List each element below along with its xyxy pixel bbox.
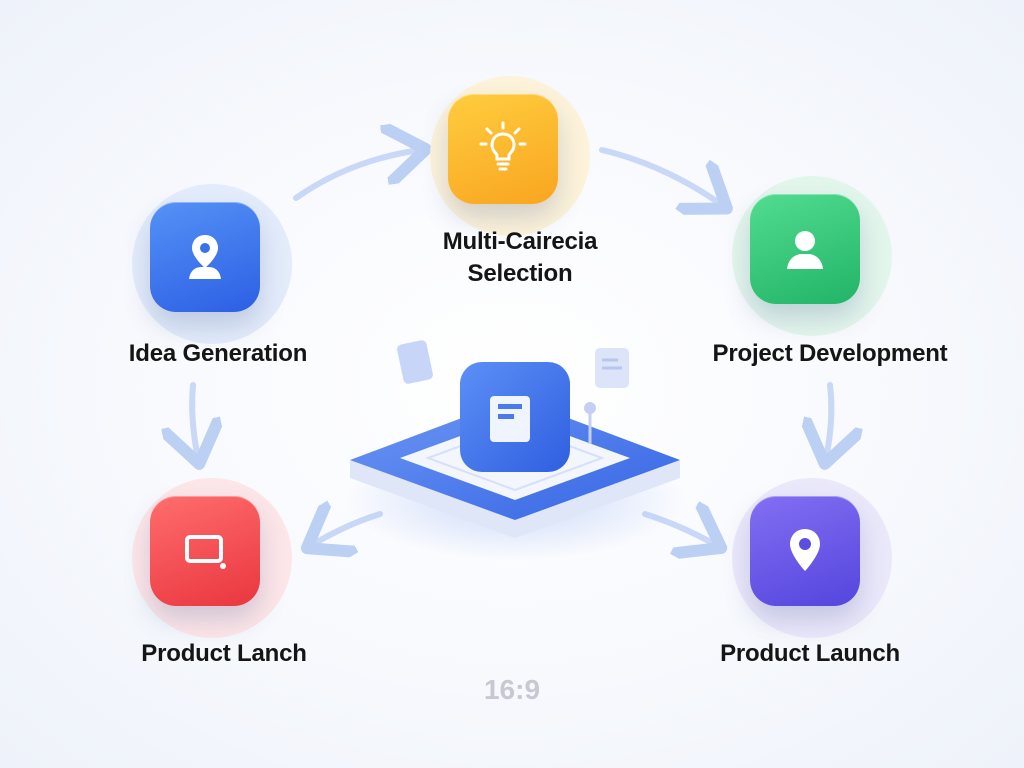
node-project-development[interactable] [722, 166, 902, 346]
product-launch-label: Product Launch [720, 640, 900, 667]
product-lanch-label: Product Lanch [141, 640, 307, 667]
lightbulb-icon [479, 121, 527, 171]
node-multi-criteria-selection[interactable] [420, 66, 600, 246]
node-product-lanch[interactable] [122, 468, 302, 648]
user-icon [787, 231, 823, 269]
hub-platform-side [350, 460, 680, 538]
multi-criteria-label-line1: Multi-Cairecia [442, 228, 598, 255]
multi-criteria-tile [448, 94, 558, 204]
idea-generation-tile [150, 202, 260, 312]
map-pin-user-icon [189, 235, 221, 279]
node-product-launch[interactable] [722, 468, 902, 648]
location-pin-icon [790, 529, 820, 571]
project-development-label: Project Development [712, 340, 948, 367]
product-launch-tile [750, 496, 860, 606]
arrow-idea-to-product-lanch [192, 382, 198, 458]
project-development-tile [750, 194, 860, 304]
product-lanch-tile [150, 496, 260, 606]
arrow-idea-to-selection [293, 150, 420, 201]
idea-generation-label: Idea Generation [128, 340, 308, 367]
node-idea-generation[interactable] [122, 174, 302, 354]
center-hub [345, 340, 685, 560]
multi-criteria-label-line2: Selection [467, 260, 573, 287]
aspect-ratio-label: 16:9 [483, 674, 541, 705]
floating-card-left [397, 340, 433, 384]
document-cube-icon [490, 396, 530, 442]
arrow-selection-to-development [599, 147, 722, 205]
monitor-icon [185, 535, 226, 569]
multi-criteria-label: Multi-Cairecia Selection [380, 226, 660, 290]
arrow-development-to-product-launch [826, 382, 831, 458]
